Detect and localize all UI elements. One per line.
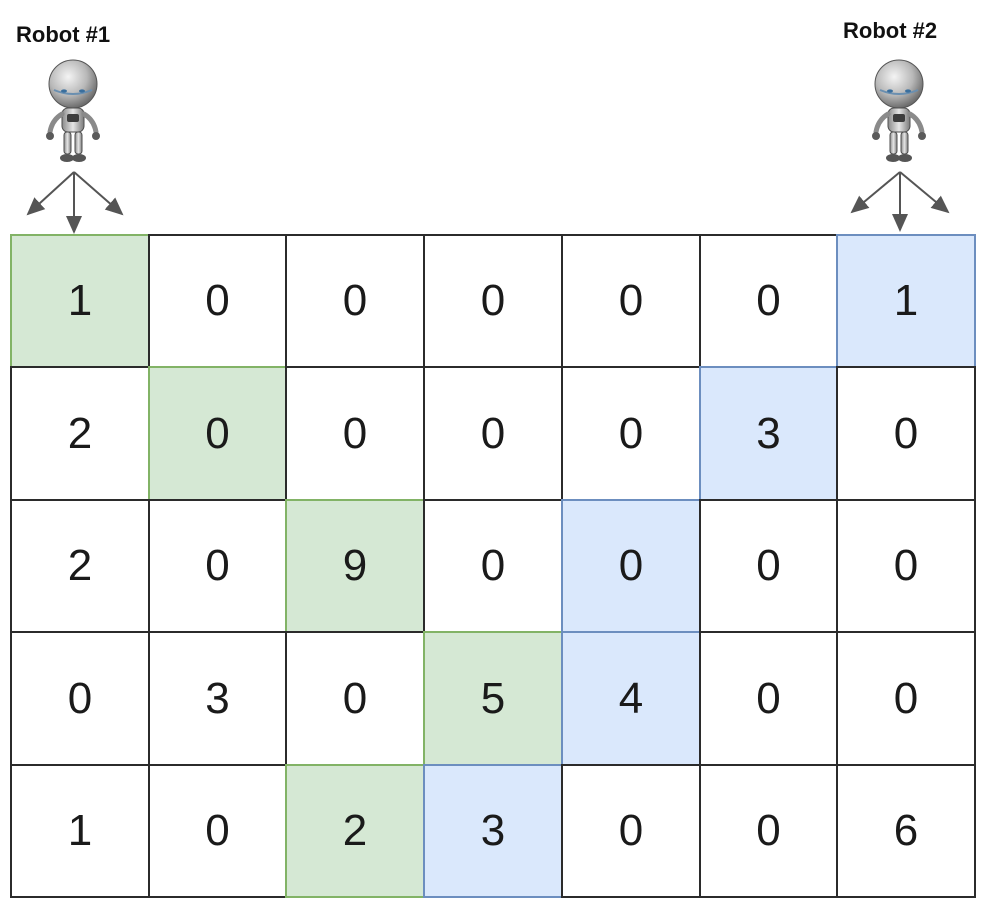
robot-1-arrow-down-right <box>73 171 124 216</box>
grid-cell-r0-c6: 1 <box>836 234 976 368</box>
grid-cell-r4-c6: 6 <box>836 764 976 898</box>
robot-2-move-arrows <box>850 171 950 232</box>
robot-1-icon <box>46 59 100 162</box>
grid-cell-r2-c1: 0 <box>148 499 287 633</box>
grid-cell-r2-c6: 0 <box>836 499 976 633</box>
grid-cell-r4-c2: 2 <box>285 764 425 898</box>
grid-cell-r4-c5: 0 <box>699 764 838 898</box>
grid-cell-r3-c1: 3 <box>148 631 287 766</box>
grid-cell-r0-c3: 0 <box>423 234 563 368</box>
grid-cell-r4-c1: 0 <box>148 764 287 898</box>
grid-cell-r3-c5: 0 <box>699 631 838 766</box>
robot-2-label: Robot #2 <box>843 18 938 43</box>
grid-cell-r2-c0: 2 <box>10 499 150 633</box>
grid-cell-r1-c6: 0 <box>836 366 976 501</box>
grid-cell-r3-c4: 4 <box>561 631 701 766</box>
robot-1-move-arrows <box>26 171 124 234</box>
grid-cell-r2-c4: 0 <box>561 499 701 633</box>
grid-cell-r0-c0: 1 <box>10 234 150 368</box>
grid-cell-r0-c1: 0 <box>148 234 287 368</box>
grid-cell-r3-c0: 0 <box>10 631 150 766</box>
grid-cell-r4-c3: 3 <box>423 764 563 898</box>
grid-cell-r1-c0: 2 <box>10 366 150 501</box>
grid-cell-r4-c0: 1 <box>10 764 150 898</box>
grid-cell-r0-c5: 0 <box>699 234 838 368</box>
grid-cell-r2-c3: 0 <box>423 499 563 633</box>
robot-1-arrow-down-left <box>26 171 75 216</box>
robot-2-arrow-down-right <box>899 171 950 214</box>
robot-2-icon <box>872 59 926 162</box>
grid-cell-r1-c1: 0 <box>148 366 287 501</box>
grid-cell-r4-c4: 0 <box>561 764 701 898</box>
grid-cell-r1-c4: 0 <box>561 366 701 501</box>
robot-1-label: Robot #1 <box>16 22 111 47</box>
grid-cell-r2-c2: 9 <box>285 499 425 633</box>
grid-cell-r0-c2: 0 <box>285 234 425 368</box>
grid-cell-r1-c3: 0 <box>423 366 563 501</box>
grid-cell-r3-c2: 0 <box>285 631 425 766</box>
grid-cell-r3-c6: 0 <box>836 631 976 766</box>
robot-2-arrow-down-left <box>850 171 901 214</box>
grid-cell-r1-c5: 3 <box>699 366 838 501</box>
grid-cell-r2-c5: 0 <box>699 499 838 633</box>
grid-cell-r1-c2: 0 <box>285 366 425 501</box>
grid-cell-r0-c4: 0 <box>561 234 701 368</box>
grid-cell-r3-c3: 5 <box>423 631 563 766</box>
